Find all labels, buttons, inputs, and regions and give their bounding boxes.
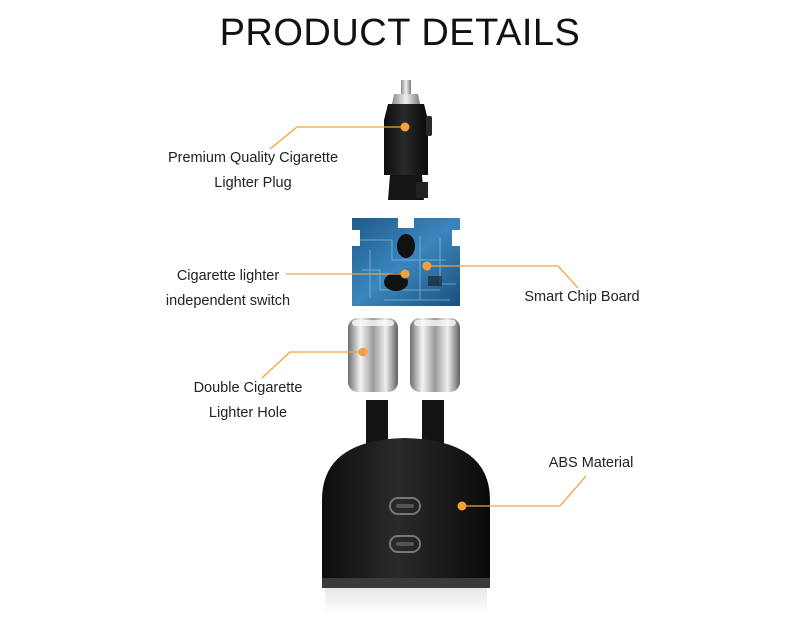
pcb-traces <box>358 236 456 301</box>
lighter-plug <box>384 80 432 200</box>
page-title: PRODUCT DETAILS <box>219 12 581 54</box>
callout-label-holes: Double Cigarette Lighter Hole <box>168 376 328 426</box>
usb-c-port-top-slot <box>396 504 414 508</box>
callout-dots <box>358 122 467 511</box>
pcb-switch-component <box>384 273 408 291</box>
lighter-hole-left-rim <box>352 320 394 326</box>
housing-arm-right <box>422 400 444 452</box>
plug-body <box>384 104 428 175</box>
callout-line-holes <box>261 351 363 379</box>
callout-label-chip: Smart Chip Board <box>508 285 656 310</box>
callout-label-switch: Cigarette lighter independent switch <box>148 264 308 314</box>
chip-board <box>352 218 460 306</box>
lighter-hole-right <box>410 318 460 392</box>
callout-dot-chip <box>422 261 432 271</box>
callout-label-plug-line2: Lighter Plug <box>214 175 292 191</box>
callout-label-abs: ABS Material <box>535 451 647 476</box>
callout-label-plug: Premium Quality Cigarette Lighter Plug <box>158 146 348 196</box>
plug-cable-stub <box>416 182 428 198</box>
usb-c-port-bottom-slot <box>396 542 414 546</box>
housing-body <box>322 438 490 585</box>
plug-collar <box>392 94 420 104</box>
callout-line-chip <box>427 265 579 289</box>
callout-line-abs <box>462 475 587 507</box>
callout-label-switch-line1: Cigarette lighter <box>176 268 280 284</box>
callout-lines <box>261 126 587 507</box>
plug-tip <box>401 80 411 94</box>
callout-dot-plug <box>400 122 410 132</box>
pcb-chip <box>428 276 442 286</box>
pcb-capacitor <box>397 234 415 258</box>
lighter-hole-right-rim <box>414 320 456 326</box>
lighter-holes <box>348 318 460 392</box>
callout-label-abs-line1: ABS Material <box>548 455 634 471</box>
usb-c-port-top <box>389 497 421 515</box>
callout-label-chip-line1: Smart Chip Board <box>524 289 640 305</box>
callout-dot-abs <box>457 501 467 511</box>
housing-reflection <box>325 588 487 614</box>
lighter-hole-left <box>348 318 398 392</box>
plug-side-spring <box>426 116 432 136</box>
housing-base-band <box>322 578 490 588</box>
abs-housing <box>322 400 490 614</box>
pcb-shape <box>352 218 460 306</box>
callout-label-switch-line2: independent switch <box>165 293 291 309</box>
callout-label-holes-line2: Lighter Hole <box>208 405 288 421</box>
callout-dot-switch <box>400 269 410 279</box>
callout-label-holes-line1: Double Cigarette <box>193 380 303 396</box>
plug-neck <box>388 175 424 200</box>
usb-c-port-bottom <box>389 535 421 553</box>
callout-label-plug-line1: Premium Quality Cigarette <box>167 150 339 166</box>
callout-line-plug <box>269 126 405 150</box>
callout-dot-holes <box>358 347 368 357</box>
housing-arm-left <box>366 400 388 452</box>
